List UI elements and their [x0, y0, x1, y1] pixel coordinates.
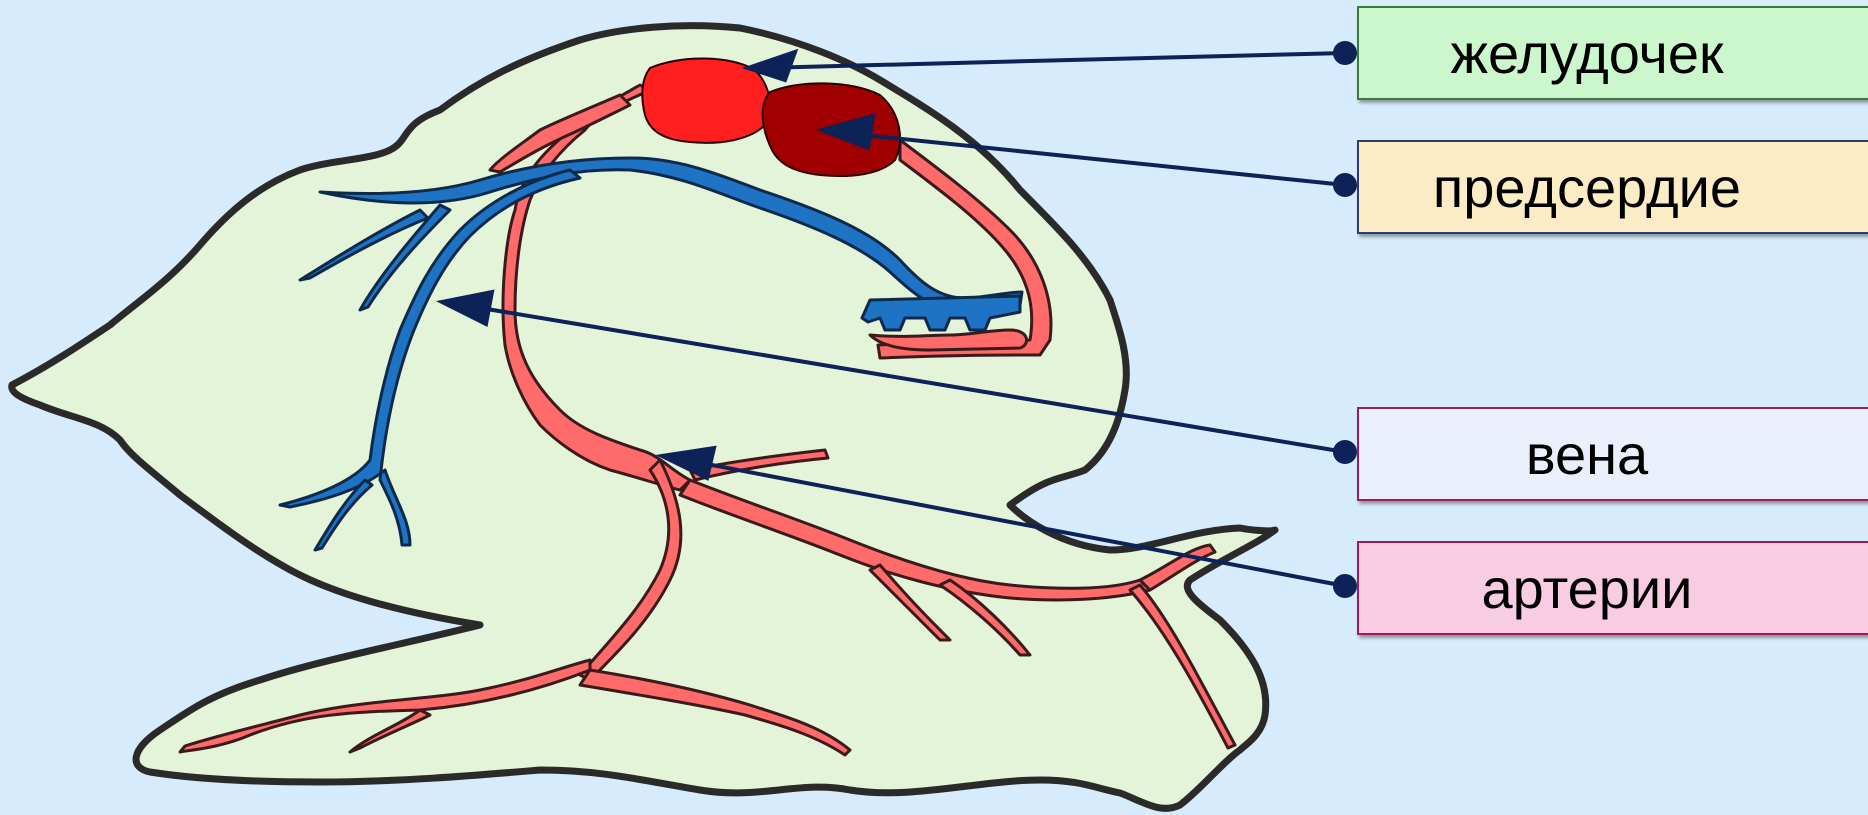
arteries-dot — [1335, 576, 1355, 596]
label-vein-text: вена — [1526, 422, 1648, 487]
vein-dot — [1335, 442, 1355, 462]
label-arteries: артерии — [1357, 541, 1868, 635]
label-atrium: предсердие — [1357, 140, 1868, 234]
atrium-dot — [1335, 175, 1355, 195]
label-vein: вена — [1357, 407, 1868, 501]
label-arteries-text: артерии — [1482, 556, 1693, 621]
ventricle-dot — [1335, 43, 1355, 63]
ventricle-shape — [642, 58, 770, 142]
label-ventricle: желудочек — [1357, 6, 1868, 100]
label-ventricle-text: желудочек — [1451, 21, 1724, 86]
label-atrium-text: предсердие — [1433, 155, 1741, 220]
